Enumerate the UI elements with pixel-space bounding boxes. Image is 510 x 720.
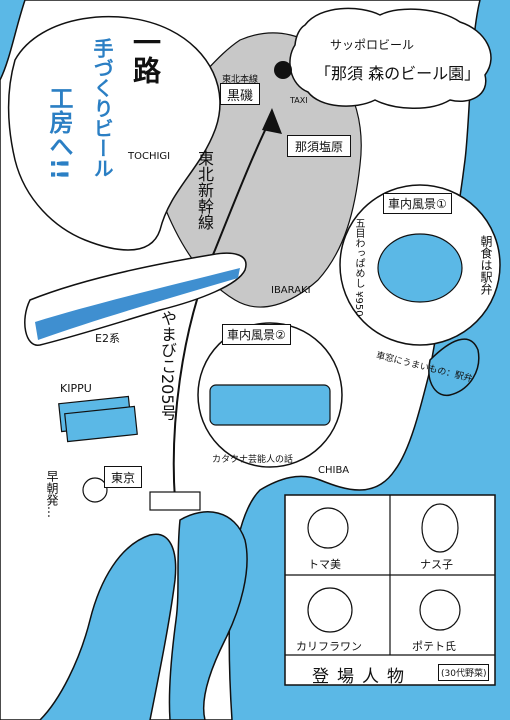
title-line-2: 手づくりビール bbox=[90, 38, 114, 178]
characters-heading: 登場人物 bbox=[312, 667, 412, 687]
scene1-bento-label: 五目わっぱめし ¥950 bbox=[353, 218, 364, 317]
prefecture-ibaraki: IBARAKI bbox=[271, 285, 311, 296]
train-stripe bbox=[35, 268, 240, 340]
title-line-3: 工房へ!! bbox=[45, 86, 73, 180]
train-name-label: やまびこ205号 bbox=[158, 310, 177, 421]
toma-mi-face bbox=[307, 507, 349, 549]
running-person-head bbox=[82, 477, 108, 503]
scene1-caption: 朝食は駅弁 bbox=[479, 235, 493, 295]
character-name-poteto-shi: ポテト氏 bbox=[412, 640, 456, 653]
station-tokyo: 東京 bbox=[104, 466, 142, 488]
karifurawan-face bbox=[307, 587, 353, 633]
scene1-title: 車内風景① bbox=[383, 193, 452, 214]
lake-kasumigaura bbox=[428, 338, 480, 397]
poteto-shi-face bbox=[419, 589, 461, 631]
brewery-company: サッポロビール bbox=[330, 38, 415, 52]
early-morning-label: 早朝発… bbox=[45, 470, 59, 518]
character-name-nasu-ko: ナス子 bbox=[420, 558, 453, 571]
route-arrowhead bbox=[262, 108, 282, 134]
character-name-toma-mi: トマ美 bbox=[308, 558, 341, 571]
scene2-caption: カタクナ芸能人の話 bbox=[212, 455, 294, 465]
scene2-title: 車内風景② bbox=[222, 324, 291, 345]
station-tohoku-line: 東北本線 bbox=[222, 75, 259, 85]
station-kuroiso: 黒磯 bbox=[220, 83, 260, 105]
shinkansen-line-label: 東北新幹線 bbox=[195, 150, 214, 230]
kippu-ticket-2 bbox=[64, 405, 138, 443]
taxi-label: TAXI bbox=[290, 96, 308, 105]
title-line-1: 一路 bbox=[129, 28, 162, 84]
character-name-karifurawan: カリフラワン bbox=[296, 640, 362, 653]
brewery-bubble bbox=[289, 7, 492, 109]
train-seats bbox=[209, 384, 331, 426]
prefecture-tochigi: TOCHIGI bbox=[128, 151, 171, 162]
brewery-location-marker bbox=[274, 61, 292, 79]
station-nasushiobara: 那須塩原 bbox=[287, 135, 351, 157]
nasu-ko-face bbox=[421, 503, 459, 553]
brewery-name: 「那須 森のビール園」 bbox=[315, 64, 481, 83]
tokyo-bay bbox=[168, 511, 248, 720]
characters-subnote: (30代野菜) bbox=[438, 664, 490, 681]
bento-box bbox=[377, 233, 463, 303]
kippu-label: KIPPU bbox=[60, 382, 92, 395]
title-bubble bbox=[7, 15, 221, 251]
train-model-label: E2系 bbox=[95, 332, 120, 345]
tokyo-station-building bbox=[149, 491, 201, 511]
prefecture-chiba: CHIBA bbox=[318, 465, 350, 476]
